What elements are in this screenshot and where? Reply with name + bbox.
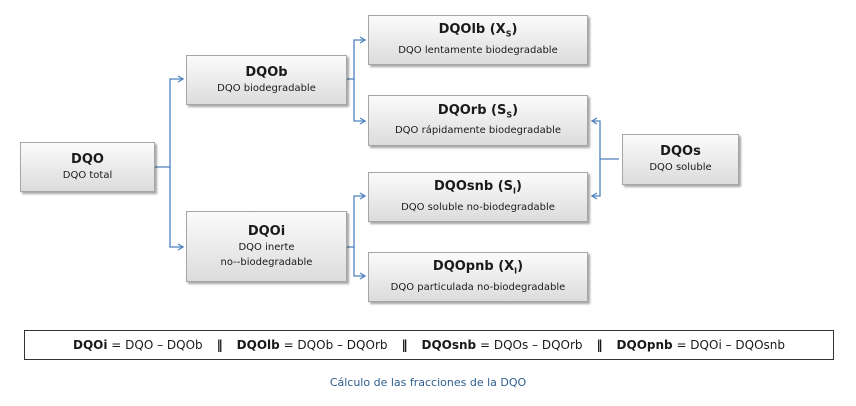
node-dqo-title: DQO [71,151,104,167]
figure-caption: Cálculo de las fracciones de la DQO [329,376,527,389]
node-dqolb-desc: DQO lentamente biodegradable [398,44,558,56]
link-dqob-dqolb [347,36,367,80]
link-dqos-dqosnb [590,159,601,200]
node-dqos-title: DQOs [660,144,701,159]
node-dqos-desc: DQO soluble [649,162,712,173]
node-dqo: DQO DQO total [20,142,155,192]
node-dqosnb-desc: DQO soluble no-biodegradable [401,201,555,213]
node-dqoi: DQOi DQO inerte no--biodegradable [186,211,347,282]
link-dqob-dqorb [353,79,367,125]
formula-dqosnb: DQOsnb = DQOs – DQOrb [421,338,583,352]
node-dqoi-desc-line1: DQO inerte [238,241,295,253]
link-dqoi-dqopnb [353,247,367,280]
node-dqoi-desc-line2: no--biodegradable [220,256,313,268]
node-dqob-title: DQOb [245,64,288,80]
formula-separator: ‖ [216,338,223,352]
node-dqob-desc: DQO biodegradable [217,82,316,94]
node-dqopnb-desc: DQO particulada no-biodegradable [390,281,566,293]
node-dqos: DQOs DQO soluble [622,134,739,185]
node-dqob: DQOb DQO biodegradable [186,55,347,105]
node-dqolb-title: DQOlb (XS) [438,22,518,39]
link-dqoi-dqosnb [347,192,367,248]
node-dqosnb-title: DQOsnb (SI) [434,179,522,196]
node-dqolb: DQOlb (XS) DQO lentamente biodegradable [368,15,588,65]
formula-separator: ‖ [401,338,408,352]
node-dqoi-title: DQOi [247,223,286,239]
formula-dqopnb: DQOpnb = DQOi – DQOsnb [616,338,786,352]
node-dqo-desc: DQO total [62,169,113,181]
link-dqo-dqoi [169,167,185,251]
node-dqopnb-title: DQOpnb (XI) [432,259,524,276]
formula-dqoi: DQOi = DQO – DQOb [72,338,203,352]
formula-dqolb: DQOlb = DQOb – DQOrb [236,338,388,352]
link-dqos-dqorb [590,117,619,160]
node-dqorb-desc: DQO rápidamente biodegradable [394,125,562,137]
formula-separator: ‖ [596,338,603,352]
node-dqopnb: DQOpnb (XI) DQO particulada no-biodegrad… [368,252,588,302]
node-dqorb-title: DQOrb (SS) [437,102,519,120]
node-dqorb: DQOrb (SS) DQO rápidamente biodegradable [368,95,588,146]
formula-box: DQOi = DQO – DQOb ‖ DQOlb = DQOb – DQOrb… [24,330,834,360]
node-dqosnb: DQOsnb (SI) DQO soluble no-biodegradable [368,172,588,222]
link-dqo-dqob [155,75,185,168]
